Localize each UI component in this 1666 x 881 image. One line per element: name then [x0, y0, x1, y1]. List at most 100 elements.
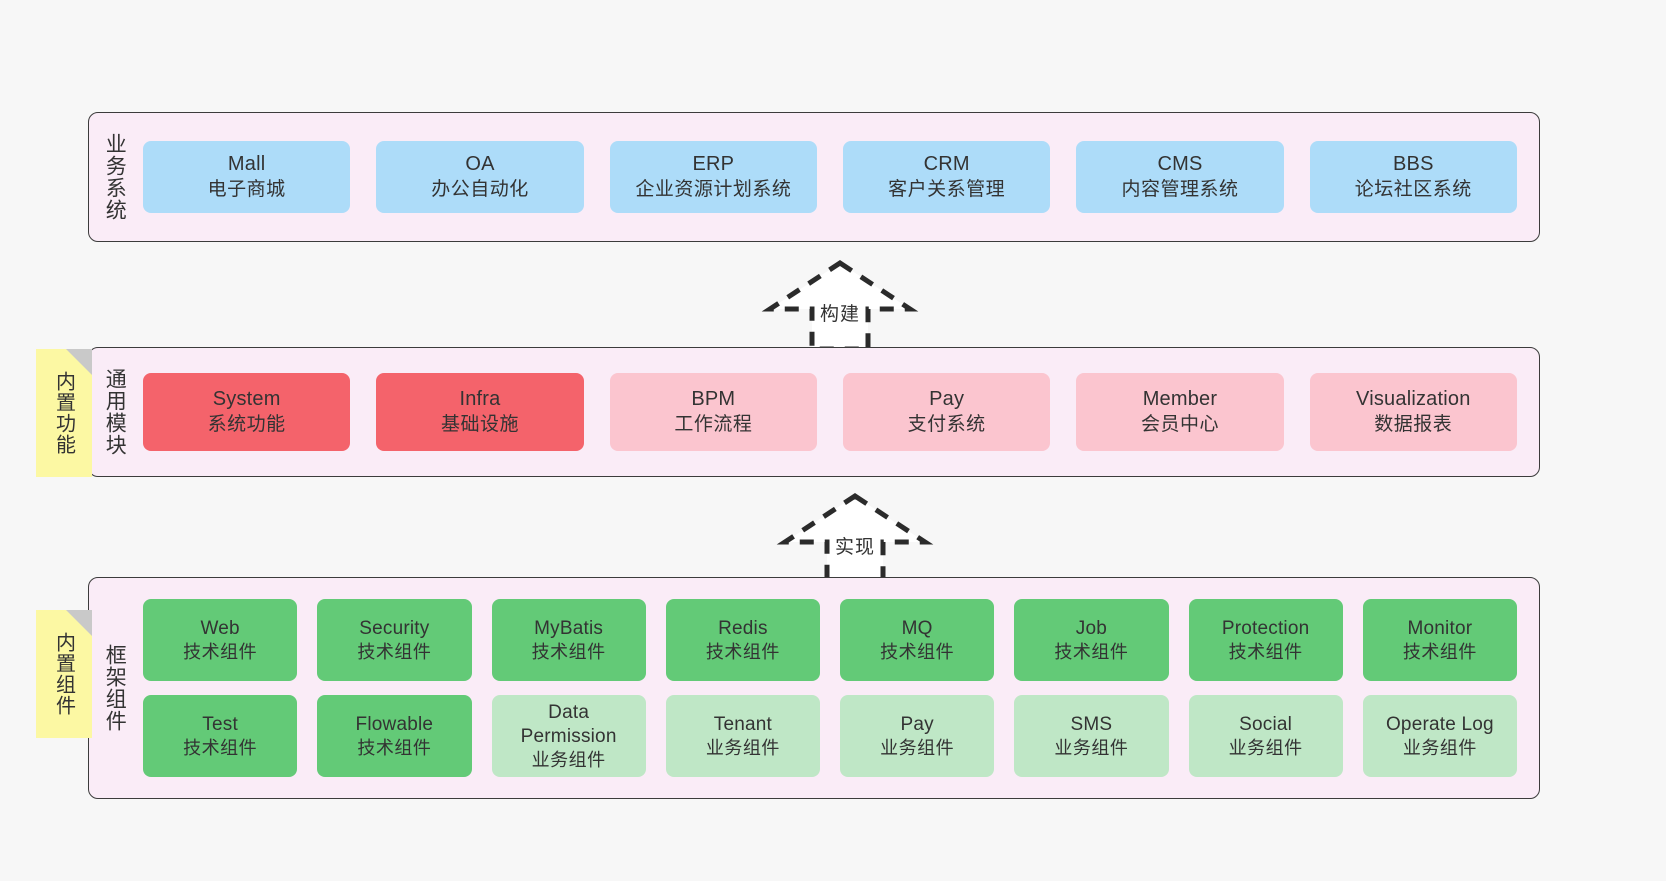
card-subtitle: 技术组件 [357, 737, 432, 758]
layer-framework-component: 框架组件 Web 技术组件 Security 技术组件 MyBatis 技术组件… [88, 577, 1540, 799]
card-subtitle: 论坛社区系统 [1354, 178, 1472, 200]
card-subtitle: 技术组件 [531, 641, 606, 662]
arrow-realize: 实现 [775, 492, 935, 585]
card-data-permission[interactable]: Data Permission 业务组件 [491, 695, 646, 777]
card-subtitle: 会员中心 [1140, 413, 1219, 435]
card-title: Infra [459, 388, 501, 411]
card-oa[interactable]: OA 办公自动化 [376, 141, 584, 213]
card-subtitle: 技术组件 [357, 641, 432, 662]
card-sms[interactable]: SMS 业务组件 [1014, 695, 1169, 777]
note-label: 内置组件 [52, 632, 75, 716]
card-title: Tenant [713, 713, 772, 735]
card-subtitle: 技术组件 [1402, 641, 1477, 662]
card-cms[interactable]: CMS 内容管理系统 [1076, 141, 1284, 213]
card-security[interactable]: Security 技术组件 [317, 599, 472, 681]
card-title: BPM [691, 388, 736, 411]
card-infra[interactable]: Infra 基础设施 [376, 373, 584, 451]
card-mybatis[interactable]: MyBatis 技术组件 [491, 599, 646, 681]
note-fold-corner-icon [66, 349, 92, 375]
card-title: MyBatis [534, 617, 604, 639]
card-title: OA [465, 153, 495, 176]
arrow-build-label: 构建 [819, 304, 860, 325]
card-redis[interactable]: Redis 技术组件 [665, 599, 820, 681]
card-row: Web 技术组件 Security 技术组件 MyBatis 技术组件 Redi… [143, 599, 1517, 681]
card-title: Pay [929, 388, 965, 411]
card-test[interactable]: Test 技术组件 [143, 695, 298, 777]
card-title: MQ [901, 617, 933, 639]
card-subtitle: 业务组件 [705, 737, 780, 758]
arrow-realize-label: 实现 [834, 537, 875, 558]
card-subtitle: 业务组件 [880, 737, 955, 758]
card-system[interactable]: System 系统功能 [143, 373, 351, 451]
card-subtitle: 系统功能 [207, 413, 286, 435]
card-subtitle: 业务组件 [1228, 737, 1303, 758]
card-subtitle: 支付系统 [907, 413, 986, 435]
note-label: 内置功能 [52, 371, 75, 455]
card-row: System 系统功能 Infra 基础设施 BPM 工作流程 Pay 支付系统… [143, 373, 1517, 451]
card-monitor[interactable]: Monitor 技术组件 [1362, 599, 1517, 681]
layer-body-business-system: Mall 电子商城 OA 办公自动化 ERP 企业资源计划系统 CRM 客户关系… [129, 113, 1539, 241]
note-fold-corner-icon [66, 610, 92, 636]
card-subtitle: 技术组件 [1054, 641, 1129, 662]
card-title: System [212, 388, 281, 411]
card-title: Pay [900, 713, 934, 735]
card-subtitle: 技术组件 [183, 641, 258, 662]
card-protection[interactable]: Protection 技术组件 [1188, 599, 1343, 681]
layer-body-framework-component: Web 技术组件 Security 技术组件 MyBatis 技术组件 Redi… [129, 578, 1539, 798]
card-subtitle: 客户关系管理 [888, 178, 1006, 200]
card-title: Protection [1221, 617, 1310, 639]
card-web[interactable]: Web 技术组件 [143, 599, 298, 681]
layer-business-system: 业务系统 Mall 电子商城 OA 办公自动化 ERP 企业资源计划系统 CRM… [88, 112, 1540, 242]
card-title: CRM [923, 153, 970, 176]
card-bpm[interactable]: BPM 工作流程 [609, 373, 817, 451]
card-subtitle: 业务组件 [1402, 737, 1477, 758]
layer-common-module: 通用模块 System 系统功能 Infra 基础设施 BPM 工作流程 Pay… [88, 347, 1540, 477]
card-title: Security [359, 617, 430, 639]
card-flowable[interactable]: Flowable 技术组件 [317, 695, 472, 777]
card-pay[interactable]: Pay 支付系统 [842, 373, 1051, 451]
card-subtitle: 工作流程 [674, 413, 753, 435]
card-title: BBS [1392, 153, 1434, 176]
card-mq[interactable]: MQ 技术组件 [840, 599, 995, 681]
card-subtitle: 业务组件 [531, 749, 606, 770]
card-member[interactable]: Member 会员中心 [1076, 373, 1284, 451]
card-job[interactable]: Job 技术组件 [1014, 599, 1169, 681]
card-title: Job [1075, 617, 1107, 639]
card-tenant[interactable]: Tenant 业务组件 [665, 695, 820, 777]
arrow-build: 构建 [760, 259, 920, 352]
card-pay-business[interactable]: Pay 业务组件 [840, 695, 995, 777]
card-subtitle: 内容管理系统 [1121, 178, 1239, 200]
card-erp[interactable]: ERP 企业资源计划系统 [609, 141, 817, 213]
card-social[interactable]: Social 业务组件 [1188, 695, 1343, 777]
card-title: Visualization [1356, 388, 1471, 411]
card-subtitle: 技术组件 [1228, 641, 1303, 662]
card-subtitle: 业务组件 [1054, 737, 1129, 758]
card-subtitle: 技术组件 [183, 737, 258, 758]
card-crm[interactable]: CRM 客户关系管理 [842, 141, 1051, 213]
card-title: Data Permission [520, 701, 617, 747]
layer-title-common-module: 通用模块 [103, 368, 127, 456]
card-subtitle: 数据报表 [1374, 413, 1453, 435]
card-subtitle: 技术组件 [705, 641, 780, 662]
card-visualization[interactable]: Visualization 数据报表 [1309, 373, 1517, 451]
card-bbs[interactable]: BBS 论坛社区系统 [1309, 141, 1517, 213]
card-title: Redis [718, 617, 768, 639]
card-title: Web [200, 617, 240, 639]
layer-body-common-module: System 系统功能 Infra 基础设施 BPM 工作流程 Pay 支付系统… [129, 348, 1539, 476]
card-subtitle: 技术组件 [880, 641, 955, 662]
card-title: Flowable [355, 713, 434, 735]
card-mall[interactable]: Mall 电子商城 [143, 141, 351, 213]
card-subtitle: 企业资源计划系统 [635, 178, 792, 200]
card-operate-log[interactable]: Operate Log 业务组件 [1362, 695, 1517, 777]
card-title: Test [202, 713, 238, 735]
card-row: Mall 电子商城 OA 办公自动化 ERP 企业资源计划系统 CRM 客户关系… [143, 141, 1517, 213]
card-title: Member [1142, 388, 1218, 411]
layer-title-framework-component: 框架组件 [103, 644, 127, 732]
card-title: Social [1239, 713, 1293, 735]
arrow-shape [761, 260, 919, 352]
card-subtitle: 基础设施 [440, 413, 519, 435]
card-title: Mall [227, 153, 266, 176]
arrow-shape [776, 493, 934, 585]
layer-title-business-system: 业务系统 [103, 133, 127, 221]
